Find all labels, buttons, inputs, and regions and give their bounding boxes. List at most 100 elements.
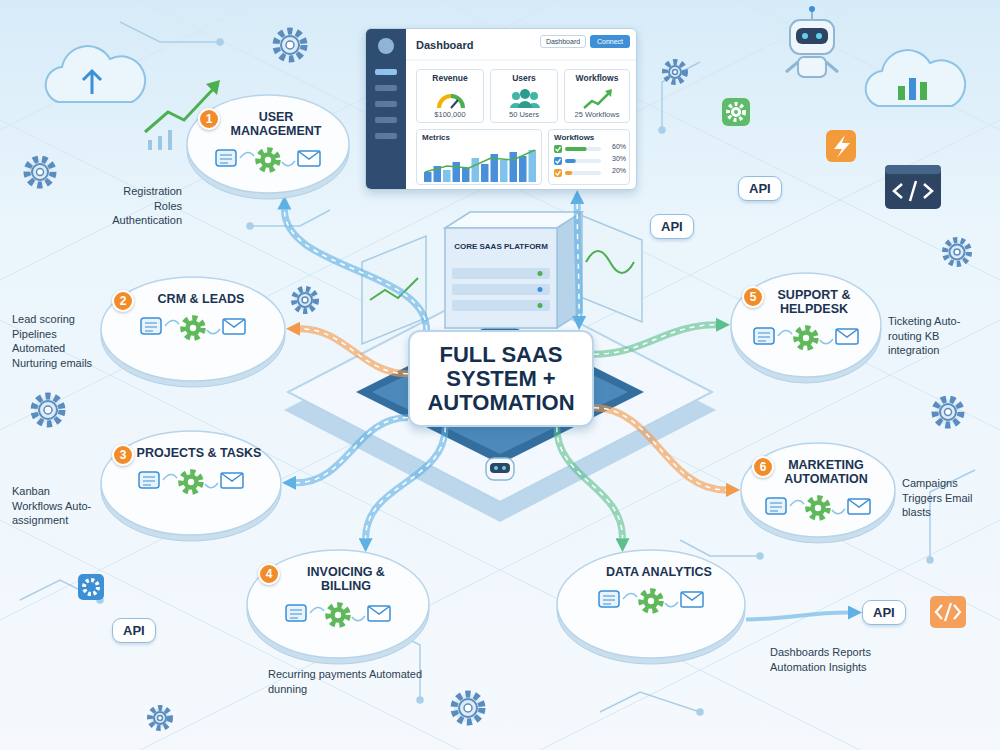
- decor-gear: [276, 31, 304, 59]
- envelope-icon: [298, 151, 320, 166]
- callout-number: 2: [112, 290, 134, 312]
- gear-teeth: [258, 150, 278, 170]
- gear-app-icon: [734, 110, 738, 114]
- cloud-upload: [83, 71, 101, 94]
- check-mark: [556, 159, 561, 163]
- envelope-flap: [836, 329, 858, 337]
- road-band: [366, 427, 446, 538]
- platform-disk: [246, 545, 430, 665]
- decor-gear: [150, 708, 170, 728]
- decor-gear: [281, 36, 299, 54]
- decor-gear: [302, 297, 308, 303]
- card-title: Users: [493, 73, 555, 83]
- card-icon: [599, 591, 619, 607]
- code-app-icon: [930, 596, 966, 628]
- circuit-trace: [600, 692, 700, 712]
- decor-gear: [27, 159, 53, 185]
- percent-value: 30%: [612, 155, 626, 162]
- card-icon: [216, 150, 236, 166]
- envelope-icon: [848, 499, 870, 514]
- progress-track: [565, 171, 601, 175]
- decor-gear: [950, 245, 965, 260]
- road-band: [577, 204, 579, 316]
- card-icon: [754, 328, 774, 344]
- callout-number: 5: [742, 286, 764, 308]
- bar: [481, 164, 489, 182]
- feature-list: Dashboards Reports Automation Insights: [770, 645, 882, 674]
- circuit-trace: [697, 709, 703, 715]
- envelope-icon: [681, 592, 703, 607]
- road-connector: [746, 613, 848, 620]
- decor-gear: [673, 70, 678, 75]
- flow-arc: [623, 593, 678, 606]
- card-lines: [220, 155, 232, 163]
- percent-value: 20%: [612, 167, 626, 174]
- code-window-icon: [894, 181, 932, 201]
- robot-mascot: [486, 458, 514, 480]
- lightning-app-icon: [834, 135, 850, 158]
- gear-hole: [190, 325, 196, 331]
- circuit-trace: [217, 39, 223, 45]
- module-platform: INVOICING & BILLINGRecurring payments Au…: [246, 545, 430, 665]
- flow-arc: [240, 152, 295, 165]
- decor-gear: [454, 694, 482, 722]
- gear-hole: [188, 479, 194, 485]
- platform-disk: [100, 272, 286, 388]
- road-band: [746, 613, 848, 620]
- decor-gear: [669, 66, 681, 78]
- disk-top: [731, 273, 881, 377]
- header-rule: [406, 60, 637, 61]
- decor-gear: [665, 62, 685, 82]
- bar: [424, 172, 432, 182]
- gear-body: [260, 152, 276, 168]
- decor-gear: [39, 401, 57, 419]
- callout-number: 6: [752, 456, 774, 478]
- cloud-upload: [46, 46, 145, 102]
- envelope-icon: [836, 329, 858, 344]
- envelope-icon: [368, 606, 390, 621]
- gear-hole: [803, 335, 809, 341]
- road-connector: [594, 325, 716, 355]
- gear-app-icon: [78, 574, 104, 600]
- user-head: [530, 92, 538, 100]
- progress-fill: [565, 147, 587, 151]
- circuit-trace: [680, 540, 760, 556]
- module-title: DATA ANALYTICS: [592, 565, 726, 579]
- api-badge: API: [862, 600, 906, 625]
- card-icon: [766, 498, 786, 514]
- gear-app-icon: [722, 98, 750, 126]
- callout-number: 3: [112, 444, 134, 466]
- side-screen: [586, 251, 634, 273]
- callout-number: 1: [198, 108, 220, 130]
- progress-track: [565, 147, 601, 151]
- road-connector: [284, 210, 426, 330]
- feature-list: Ticketing Auto-routing KB integration: [888, 314, 968, 358]
- circuit-trace: [120, 22, 220, 42]
- feature-list: Kanban Workflows Auto-assignment: [12, 484, 98, 528]
- disk-top: [557, 550, 745, 658]
- road-dash: [300, 329, 408, 374]
- kpi-card: Revenue$100,000: [416, 69, 484, 123]
- cloud-chart: [909, 78, 916, 100]
- lightning-app-icon: [826, 130, 856, 162]
- core-label-box: FULL SAAS SYSTEM + AUTOMATION: [408, 330, 594, 427]
- gear-hole: [815, 505, 821, 511]
- bar: [510, 152, 518, 182]
- platform-disk: [740, 438, 896, 544]
- callout-number: 4: [258, 563, 280, 585]
- decor-gear: [945, 409, 952, 416]
- bar: [519, 156, 527, 182]
- cloud-upload: [46, 46, 145, 102]
- decor-gear: [294, 289, 316, 311]
- platform-label: CORE SAAS PLATFORM: [449, 241, 553, 252]
- cloud-chart: [866, 50, 965, 106]
- road-band: [594, 325, 716, 355]
- bar: [462, 168, 470, 182]
- server-tower: [445, 228, 557, 328]
- envelope-flap: [221, 473, 243, 481]
- check-mark: [556, 147, 561, 151]
- panel-title: Metrics: [422, 133, 450, 142]
- envelope-flap: [848, 499, 870, 507]
